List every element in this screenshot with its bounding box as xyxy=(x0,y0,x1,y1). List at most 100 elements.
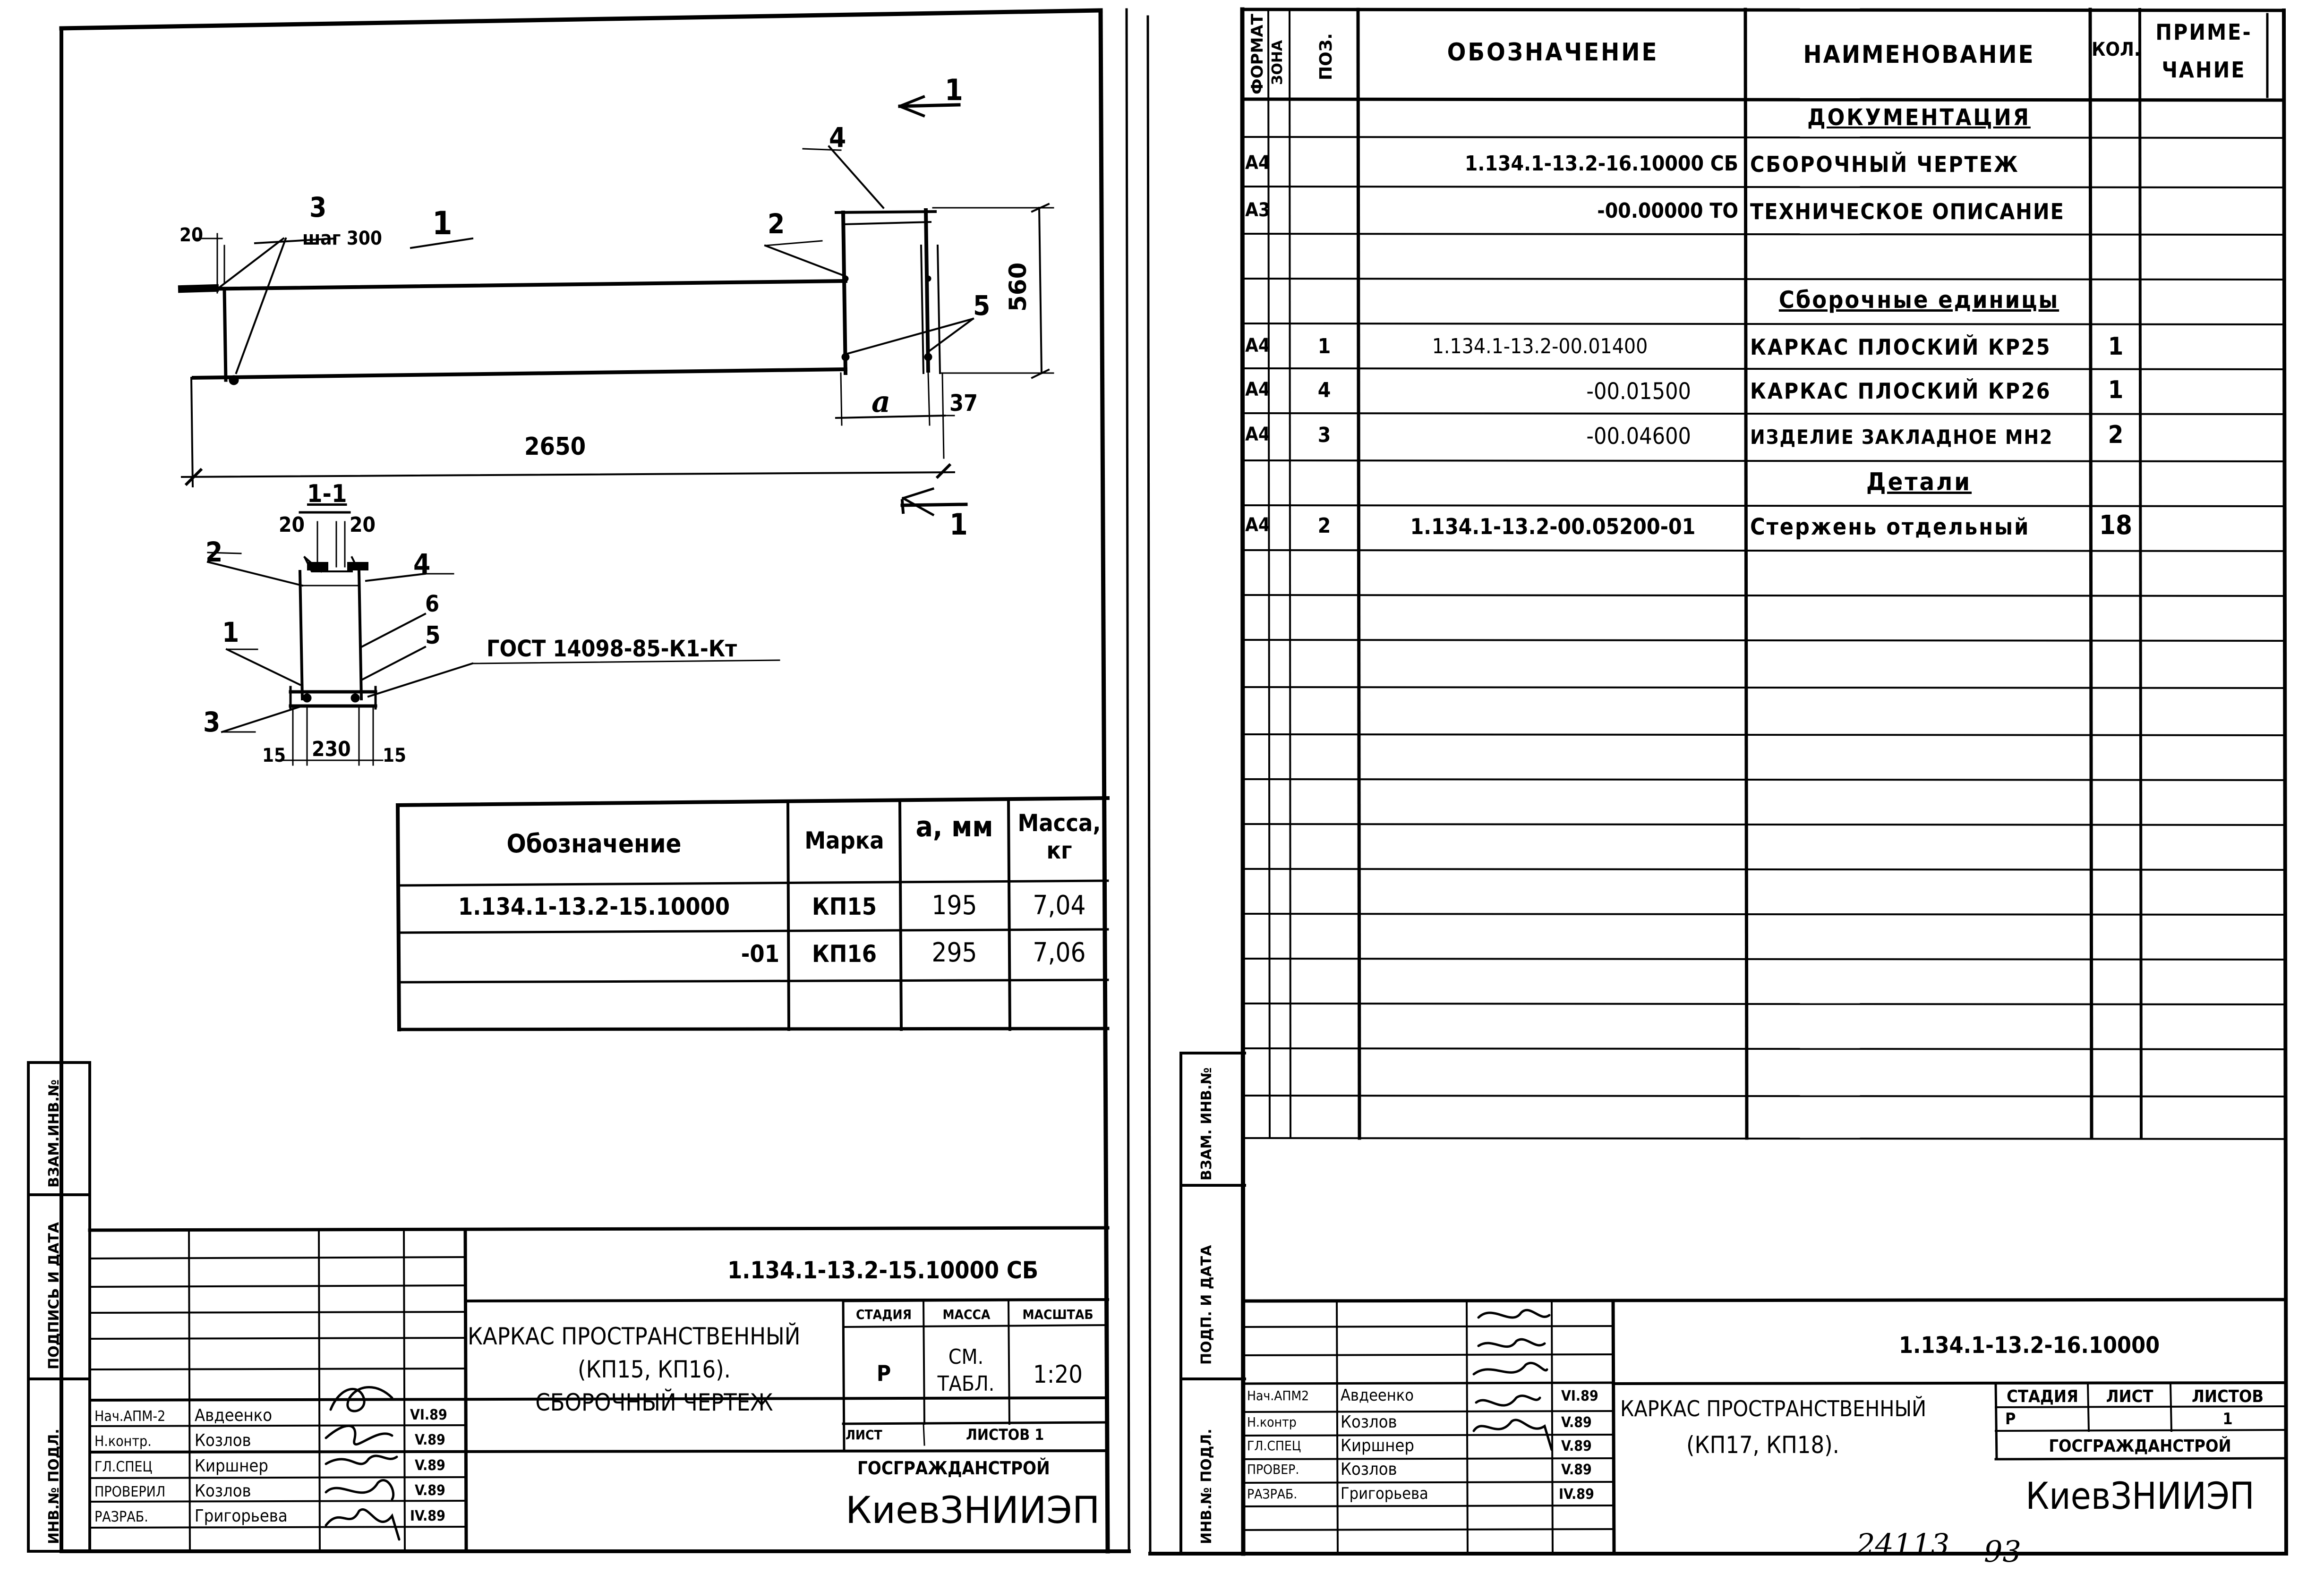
variant-row-1-mark: КП15 xyxy=(812,893,877,920)
right-title-line-2: (КП17, КП18). xyxy=(1686,1431,1839,1459)
spec-row-format: А4 xyxy=(1245,335,1270,357)
spec-row-name: ТЕХНИЧЕСКОЕ ОПИСАНИЕ xyxy=(1750,199,2065,224)
right-title-line-1: КАРКАС ПРОСТРАНСТВЕННЫЙ xyxy=(1620,1396,1927,1421)
side-label-replace-inv: ВЗАМ. ИНВ.№ xyxy=(1198,1067,1215,1181)
spec-row-name: Стержень отдельный xyxy=(1750,514,2030,540)
sec-callout-1: 1 xyxy=(222,616,239,648)
spec-row-designation: 1.134.1-13.2-16.10000 СБ xyxy=(1464,152,1738,176)
right-person-date: VI.89 xyxy=(1561,1388,1598,1404)
spec-section-documentation: ДОКУМЕНТАЦИЯ xyxy=(1807,104,2031,131)
right-person-name: Авдеенко xyxy=(1341,1386,1414,1405)
spec-row-qty: 18 xyxy=(2099,510,2133,541)
left-person-date: V.89 xyxy=(415,1432,445,1448)
spec-row-pos: 2 xyxy=(1317,514,1331,538)
right-person-role: Н.контр xyxy=(1247,1414,1297,1430)
side-label-sign-date: ПОДП. И ДАТА xyxy=(1198,1245,1215,1365)
spec-row-qty: 2 xyxy=(2108,421,2124,449)
left-person-date: IV.89 xyxy=(410,1508,445,1524)
left-mass-value: СМ. ТАБЛ. xyxy=(937,1345,995,1396)
sec-callout-4: 4 xyxy=(413,548,431,580)
spec-header-format: ФОРМАТ xyxy=(1248,14,1267,94)
variant-row-1-designation: 1.134.1-13.2-15.10000 xyxy=(458,893,730,920)
spec-row-format: А4 xyxy=(1245,514,1270,536)
callout-5: 5 xyxy=(973,289,991,322)
dim-37: 37 xyxy=(949,390,978,417)
spec-header-pos: ПОЗ. xyxy=(1316,33,1336,80)
spec-row-designation: -00.00000 ТО xyxy=(1597,199,1738,223)
left-org: ГОСГРАЖДАНСТРОЙ xyxy=(857,1458,1050,1479)
left-scale-header: МАСШТАБ xyxy=(1022,1307,1094,1322)
spec-header-zone: ЗОНА xyxy=(1269,40,1286,85)
right-person-date: IV.89 xyxy=(1559,1486,1594,1503)
spec-header-note-2: ЧАНИЕ xyxy=(2162,57,2246,83)
left-person-name: Козлов xyxy=(195,1481,251,1501)
spec-row-format: А3 xyxy=(1245,199,1270,221)
right-sheets-value: 1 xyxy=(2222,1410,2233,1428)
right-person-date: V.89 xyxy=(1561,1462,1592,1478)
sec-dim-15-left: 15 xyxy=(262,745,286,766)
right-institute: КиевЗНИИЭП xyxy=(2025,1475,2255,1518)
left-person-role: ГЛ.СПЕЦ xyxy=(94,1459,153,1475)
spec-header-qty: КОЛ. xyxy=(2092,39,2141,60)
left-person-name: Козлов xyxy=(195,1431,251,1450)
page-number: 93 xyxy=(1984,1534,2021,1569)
left-person-name: Григорьева xyxy=(195,1506,288,1526)
dim-2650: 2650 xyxy=(524,433,586,461)
side-label-inv-orig: ИНВ.№ ПОДЛ. xyxy=(46,1428,62,1544)
spec-header-name: НАИМЕНОВАНИЕ xyxy=(1803,41,2035,69)
callout-3: 3 xyxy=(309,191,327,223)
sec-callout-3: 3 xyxy=(203,706,221,738)
right-person-date: V.89 xyxy=(1561,1414,1592,1431)
spec-row-format: А4 xyxy=(1245,424,1270,445)
left-person-date: VI.89 xyxy=(410,1407,447,1423)
spec-row-qty: 1 xyxy=(2108,376,2124,404)
right-person-name: Козлов xyxy=(1341,1460,1397,1479)
variant-header-a: a, мм xyxy=(915,810,993,843)
left-scale-value: 1:20 xyxy=(1033,1360,1083,1389)
spec-row-pos: 1 xyxy=(1317,334,1331,358)
spec-row-pos: 4 xyxy=(1317,378,1331,402)
left-person-role: Н.контр. xyxy=(94,1433,152,1450)
left-person-role: Нач.АПМ-2 xyxy=(94,1408,166,1425)
spec-row-qty: 1 xyxy=(2108,332,2124,361)
right-stage-header: СТАДИЯ xyxy=(2007,1387,2078,1406)
sec-callout-6: 6 xyxy=(425,591,440,617)
left-title-line-2: (КП15, КП16). xyxy=(578,1356,731,1383)
left-doc-code: 1.134.1-13.2-15.10000 СБ xyxy=(727,1257,1039,1284)
right-person-role: ГЛ.СПЕЦ xyxy=(1247,1438,1301,1454)
side-label-sign-date: ПОДПИСЬ И ДАТА xyxy=(46,1222,62,1369)
right-person-name: Григорьева xyxy=(1341,1484,1428,1503)
side-label-replace-inv: ВЗАМ.ИНВ.№ xyxy=(46,1079,62,1188)
spec-row-name: СБОРОЧНЫЙ ЧЕРТЕЖ xyxy=(1750,152,2019,177)
variant-row-2-designation: -01 xyxy=(741,940,779,968)
left-institute: КиевЗНИИЭП xyxy=(846,1489,1100,1532)
variant-row-1-mass: 7,04 xyxy=(1033,890,1086,921)
left-person-role: РАЗРАБ. xyxy=(94,1509,148,1525)
spec-row-format: А4 xyxy=(1245,152,1270,174)
right-sheets-header: ЛИСТОВ xyxy=(2191,1387,2264,1406)
dim-560: 560 xyxy=(1004,262,1032,312)
spec-row-name: КАРКАС ПЛОСКИЙ КР26 xyxy=(1750,378,2051,404)
variant-row-2-a: 295 xyxy=(931,937,977,968)
spec-header-designation: ОБОЗНАЧЕНИЕ xyxy=(1447,38,1659,67)
spec-row-format: А4 xyxy=(1245,379,1270,400)
callout-4: 4 xyxy=(829,121,846,153)
left-title-line-1: КАРКАС ПРОСТРАНСТВЕННЫЙ xyxy=(468,1323,801,1350)
left-person-name: Киршнер xyxy=(195,1456,268,1476)
sec-weld-standard: ГОСТ 14098-85-К1-Кт xyxy=(487,636,737,662)
spec-row-name: ИЗДЕЛИЕ ЗАКЛАДНОЕ МН2 xyxy=(1750,425,2053,449)
spec-row-designation: 1.134.1-13.2-00.05200-01 xyxy=(1410,514,1696,539)
spec-row-designation: 1.134.1-13.2-00.01400 xyxy=(1432,334,1648,358)
spec-section-assembly-units: Сборочные единицы xyxy=(1778,286,2059,314)
variant-header-designation: Обозначение xyxy=(506,829,682,859)
left-mass-header: МАССА xyxy=(942,1307,991,1322)
spec-section-details: Детали xyxy=(1866,468,1972,496)
left-stage-header: СТАДИЯ xyxy=(855,1307,912,1322)
left-sheets-header: ЛИСТОВ 1 xyxy=(966,1426,1044,1444)
right-person-role: Нач.АПМ2 xyxy=(1247,1388,1309,1403)
dim-20-top: 20 xyxy=(179,224,204,246)
sec-dim-230: 230 xyxy=(312,737,351,761)
variant-header-mass: Масса, кг xyxy=(1017,809,1101,864)
section-mark-top: 1 xyxy=(945,73,963,107)
spec-row-pos: 3 xyxy=(1317,423,1331,447)
